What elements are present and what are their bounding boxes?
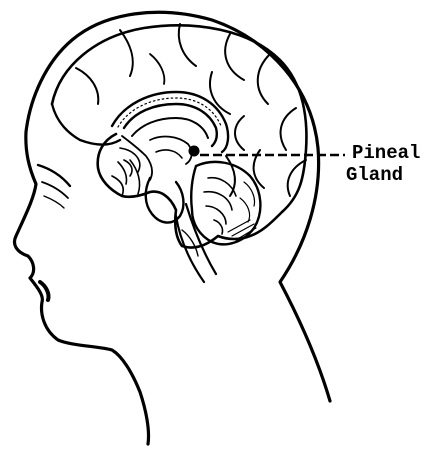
pineal-label-line2: Gland — [346, 164, 403, 186]
cerebellum — [191, 162, 260, 244]
pineal-label-line1: Pineal — [352, 142, 420, 164]
brainstem — [146, 178, 216, 282]
pineal-gland-dot — [189, 146, 200, 157]
brain-gyri — [76, 24, 306, 196]
thalamus-midbrain — [118, 137, 192, 194]
brain-outline — [52, 25, 306, 247]
